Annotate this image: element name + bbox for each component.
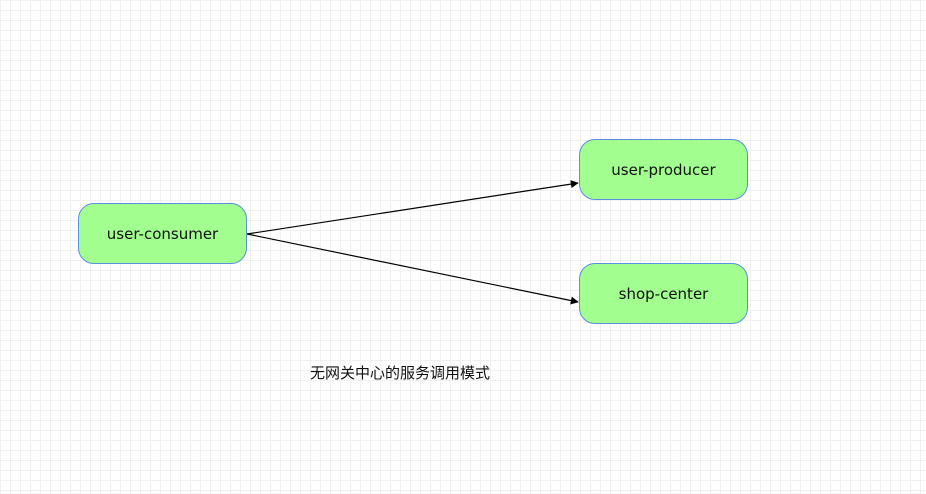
node-user-consumer[interactable]: user-consumer [78,203,247,264]
edge-consumer-to-shop [246,233,579,305]
edge-consumer-to-producer [246,180,579,235]
diagram-caption: 无网关中心的服务调用模式 [310,364,491,382]
node-shop-center[interactable]: shop-center [579,263,748,324]
node-user-producer[interactable]: user-producer [579,139,748,200]
